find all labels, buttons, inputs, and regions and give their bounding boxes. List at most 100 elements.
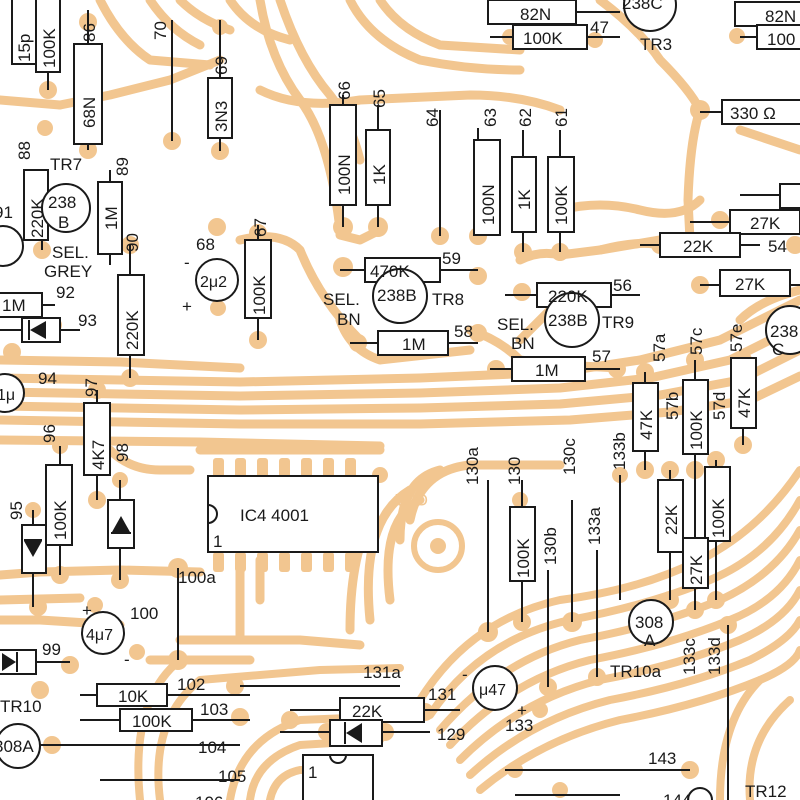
transistor-tr10 [0,723,41,769]
label-ic4-pin1: 1 [213,532,222,551]
resistor-100k-130 [509,506,536,582]
label-r100k-top: 100K [523,29,563,48]
pin-143: 143 [648,749,676,768]
pin-64: 64 [423,108,442,127]
pin-94: 94 [38,369,57,388]
label-tr10a-sub: A [644,631,656,650]
resistor-1k-62 [511,156,537,233]
label-r22k-133b: 22K [662,504,681,535]
transistor-tr8 [372,268,428,324]
pin-67: 67 [251,218,270,237]
resistor-27k-a [729,209,800,235]
label-tr3-type: 238C [622,0,663,13]
diode-98 [107,499,135,549]
pin-56: 56 [613,276,632,295]
label-r100k-96: 100K [51,500,70,540]
label-r27k-133c: 27K [687,554,706,585]
pin-103: 103 [200,700,228,719]
pin-59: 59 [442,249,461,268]
label-sel-bn-2: BN [337,310,361,329]
label-cs1: CS1 [395,490,428,509]
resistor-47k-57a [632,382,659,452]
resistor-100n-66 [329,104,357,206]
pin-47: 47 [590,18,609,37]
pin-65: 65 [370,89,389,108]
pin-100: 100 [130,604,158,623]
diode-93 [21,317,61,343]
resistor-27k-133c [682,537,709,589]
transistor-tr9 [544,292,600,348]
resistor-10k-102 [96,683,168,707]
label-r220k-56: 220K [548,287,588,306]
resistor-22k-54 [659,232,741,258]
transistor-238c-right [765,305,800,355]
pin-57c: 57c [687,327,706,355]
transistor-tr12 [687,787,713,800]
ic4-chip [207,475,379,553]
resistor-partial-right [779,183,800,209]
pin-57: 57 [592,347,611,366]
label-tr10a-name: TR10a [610,662,662,681]
pin-130a: 130a [463,447,482,485]
label-ic5-pin1: 1 [308,763,317,782]
transistor-tr10a [628,599,674,645]
pin-102: 102 [177,675,205,694]
label-r4k7: 4K7 [89,440,108,470]
pin-57d: 57d [710,392,729,420]
pin-54: 54 [768,237,787,256]
label-tr10-name: TR10 [0,697,42,716]
label-r27k-a: 27K [750,214,781,233]
resistor-3n3 [207,77,233,139]
label-r100n-66: 100N [335,154,354,195]
pin-58: 58 [454,322,473,341]
label-r82n-a: 82N [520,5,551,24]
pin-130: 130 [505,457,524,485]
pin-99: 99 [42,640,61,659]
resistor-1k-65 [365,129,391,206]
label-tr10a-type: 308 [635,613,663,632]
label-tr9-name: TR9 [602,313,634,332]
label-trr-sub: C [772,340,784,359]
pin-106: 106 [195,793,223,800]
pin-98: 98 [113,443,132,462]
resistor-1m-58 [377,330,449,356]
resistor-1m-57 [511,356,586,382]
label-r47k-57e: 47K [735,387,754,418]
pin-95: 95 [7,501,26,520]
pin-93: 93 [78,311,97,330]
diode-129 [329,719,383,747]
pin-105: 105 [218,767,246,786]
polarity-minus-68: - [184,253,190,272]
label-tr9-type: 238B [548,311,588,330]
capacitor-2u2 [195,258,239,302]
capacitor-4u7 [81,611,125,655]
pin-91: 91 [0,203,13,222]
label-r27k-b: 27K [735,275,766,294]
pin-131: 131 [428,685,456,704]
label-tr12-name: TR12 [745,782,787,800]
pin-70: 70 [151,21,170,40]
transistor-tr7 [41,183,91,233]
label-trr-type: 238 [770,322,798,341]
polarity-minus-133: - [462,665,468,684]
pin-57e: 57e [727,324,746,352]
capacitor-047 [472,665,518,711]
label-r220k-tr7: 220K [28,198,47,238]
label-c1u: 1μ [0,387,15,404]
label-sel-grey-2: GREY [44,262,92,281]
label-ic4: IC4 4001 [240,506,309,525]
label-r100k-57d: 100K [709,498,728,538]
pin-96: 96 [40,424,59,443]
label-r100-tr: 100 [767,30,795,49]
label-tr7-sub: B [58,213,69,232]
label-r1m-89: 1M [102,206,121,230]
resistor-100k-top [512,24,588,50]
pin-57a: 57a [650,333,669,362]
resistor-100-tr [756,24,800,50]
resistor-100k-61 [547,156,575,233]
pin-97: 97 [82,378,101,397]
label-tr8-name: TR8 [432,290,464,309]
label-r68n: 68N [80,97,99,128]
pin-133d: 133d [705,637,724,675]
